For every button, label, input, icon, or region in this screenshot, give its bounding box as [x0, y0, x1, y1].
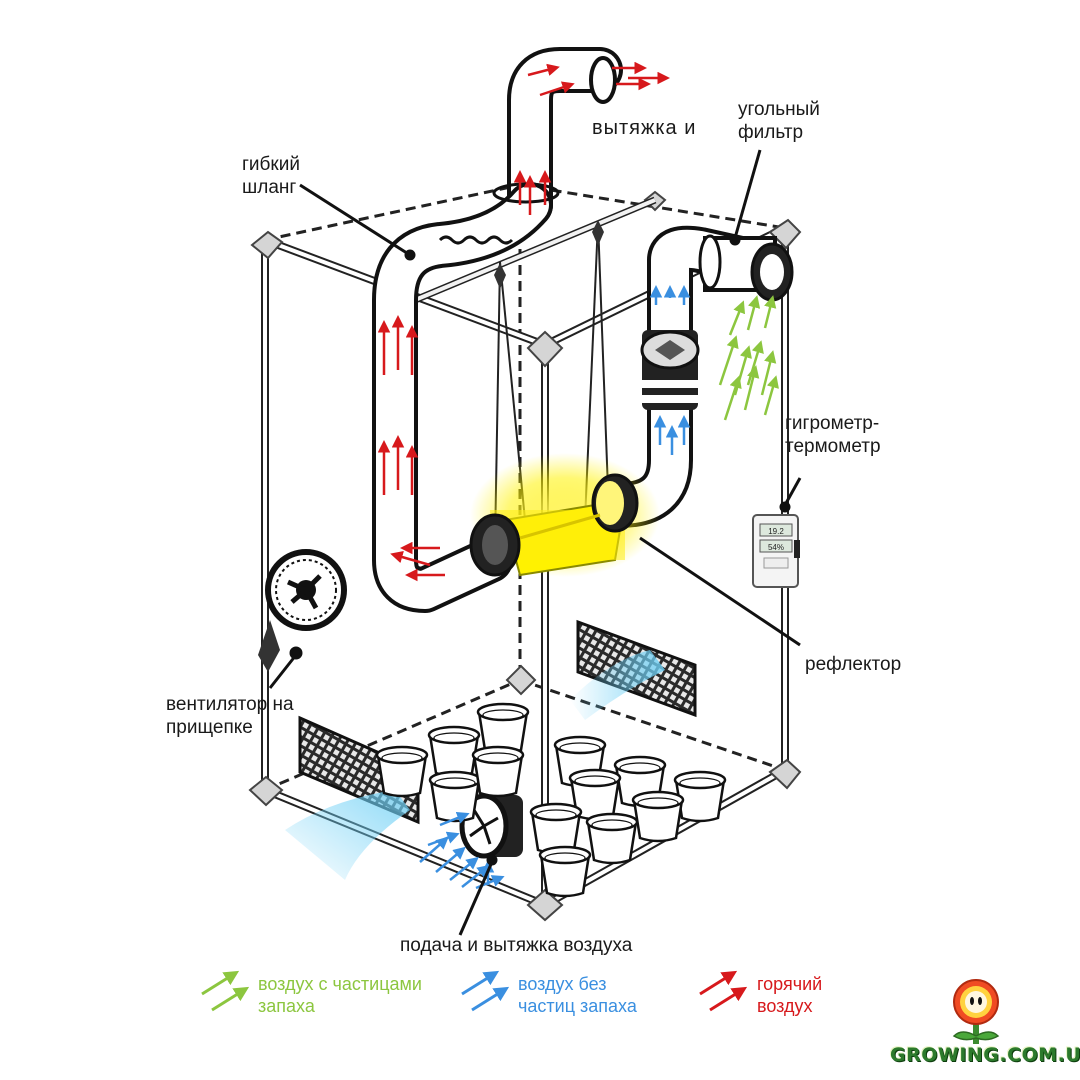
label-flex-hose-line1: гибкий: [242, 154, 300, 175]
airflow-arrow: [728, 300, 746, 336]
plant-pot: [673, 770, 727, 823]
plant-pots: [375, 702, 727, 898]
airflow-arrow: [439, 811, 470, 827]
plant-pot: [375, 745, 429, 798]
plant-pot: [428, 770, 482, 823]
label-carbon-filter: угольный фильтр: [738, 98, 820, 144]
plant-pot: [538, 845, 592, 898]
legend-hot-air-line2: воздух: [757, 996, 813, 1016]
red-arrows-icon: [699, 970, 748, 1012]
hygrometer-device: 19.2 54%: [752, 514, 800, 588]
plant-pot: [427, 725, 481, 778]
label-carbon-filter-line2: фильтр: [738, 122, 804, 143]
carbon-filter: [698, 234, 794, 302]
logo-text: GROWING.COM.UA: [890, 1044, 1080, 1066]
label-exhaust: вытяжка и: [592, 117, 697, 139]
airflow-arrow: [733, 345, 752, 396]
legend-clean-air-line2: частиц запаха: [518, 996, 637, 1016]
hygrometer-humidity: 54%: [768, 543, 784, 552]
legend-hot-air-line1: горячий: [757, 974, 823, 994]
flower-mascot-icon: [952, 979, 1000, 1044]
legend-odor-air-line2: запаха: [258, 996, 315, 1016]
legend-clean-air: воздух без частиц запаха: [518, 973, 637, 1017]
label-hygrometer: гигрометр- термометр: [785, 412, 881, 458]
airflow-arrow: [763, 295, 777, 329]
airflow-arrow: [723, 375, 742, 421]
label-hygrometer-line1: гигрометр-: [785, 413, 880, 434]
airflow-arrow: [763, 375, 779, 416]
flex-hose-texture: [438, 235, 514, 245]
plant-pot: [471, 745, 525, 798]
airflow-arrow: [743, 365, 760, 411]
label-flex-hose-line2: шланг: [242, 177, 297, 198]
exhaust-outlet: [589, 56, 617, 104]
plant-pot: [476, 702, 530, 755]
reflector-lamp: [469, 473, 639, 577]
airflow-arrow: [718, 335, 739, 386]
legend-odor-air: воздух с частицами запаха: [258, 973, 422, 1017]
intake-airflow-back: [570, 650, 665, 720]
label-clip-fan-line1: вентилятор на: [166, 694, 294, 715]
label-flex-hose: гибкий шланг: [242, 153, 300, 199]
label-clip-fan-line2: прищепке: [166, 717, 253, 738]
legend-clean-air-line1: воздух без: [518, 974, 607, 994]
label-reflector: рефлектор: [805, 654, 902, 675]
airflow-arrow: [760, 350, 777, 396]
airflow-arrows: [377, 61, 779, 890]
airflow-arrow: [390, 551, 431, 567]
intake-airflow-left: [285, 790, 410, 880]
airflow-arrow: [539, 81, 575, 97]
plant-pot: [585, 812, 639, 865]
label-clip-fan: вентилятор на прищепке: [166, 693, 294, 739]
airflow-arrow: [419, 836, 449, 863]
plant-pot: [529, 802, 583, 855]
green-arrows-icon: [201, 970, 250, 1012]
inline-duct-fan: [640, 330, 700, 410]
legend-hot-air: горячий воздух: [757, 973, 822, 1017]
airflow-arrow: [746, 295, 761, 331]
blue-arrows-icon: [461, 970, 510, 1012]
clip-fan: [258, 549, 347, 672]
label-intake-exhaust: подача и вытяжка воздуха: [400, 935, 633, 956]
leader-lines: [268, 149, 802, 936]
plant-pot: [631, 790, 685, 843]
airflow-arrow: [449, 856, 479, 881]
legend-odor-air-line1: воздух с частицами: [258, 974, 422, 994]
hygrometer-temp: 19.2: [768, 527, 784, 536]
label-hygrometer-line2: термометр: [785, 436, 881, 457]
label-carbon-filter-line1: угольный: [738, 99, 820, 120]
airflow-arrow: [435, 846, 466, 873]
airflow-arrow: [427, 831, 460, 847]
airflow-arrow: [527, 63, 560, 77]
